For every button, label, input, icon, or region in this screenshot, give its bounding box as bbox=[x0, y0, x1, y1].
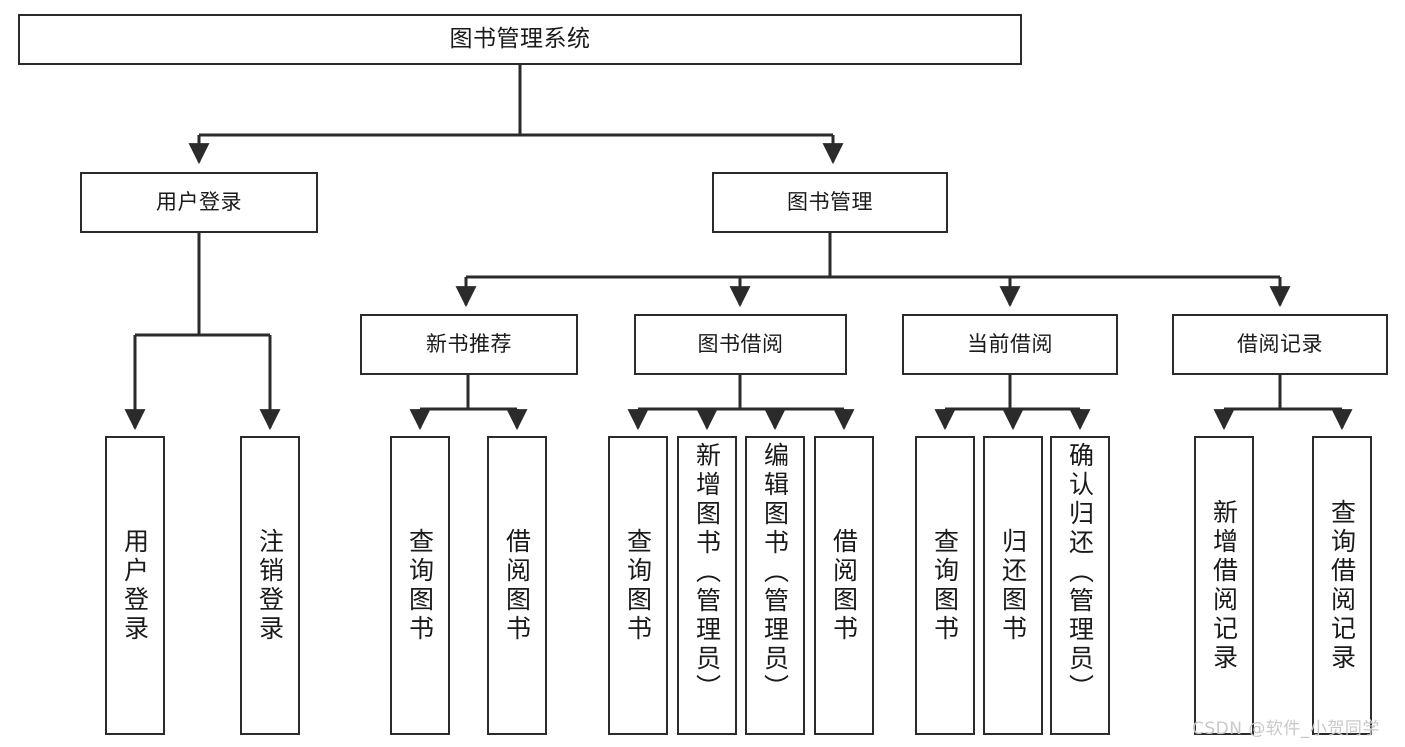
leaf-query-book-current-label: 查询图书 bbox=[930, 527, 960, 644]
leaf-logout[interactable]: 注销登录 bbox=[240, 436, 300, 735]
leaf-user-login[interactable]: 用户登录 bbox=[105, 436, 165, 735]
node-book-management[interactable]: 图书管理 bbox=[712, 172, 948, 233]
node-new-book-recommend-label: 新书推荐 bbox=[426, 331, 512, 356]
leaf-query-book-borrow-label: 查询图书 bbox=[623, 527, 653, 644]
node-book-management-label: 图书管理 bbox=[787, 189, 873, 214]
leaf-borrow-book[interactable]: 借阅图书 bbox=[814, 436, 874, 735]
leaf-edit-book-admin-label: 编辑图书（管理员） bbox=[760, 442, 790, 703]
leaf-add-borrow-record-label: 新增借阅记录 bbox=[1209, 498, 1239, 673]
node-new-book-recommend[interactable]: 新书推荐 bbox=[360, 314, 578, 375]
node-root-system-label: 图书管理系统 bbox=[449, 25, 591, 52]
leaf-query-borrow-record-label: 查询借阅记录 bbox=[1327, 498, 1357, 673]
node-user-login[interactable]: 用户登录 bbox=[80, 172, 318, 233]
leaf-query-book-borrow[interactable]: 查询图书 bbox=[608, 436, 668, 735]
node-user-login-label: 用户登录 bbox=[156, 189, 242, 214]
leaf-query-book-recommend-label: 查询图书 bbox=[405, 527, 435, 644]
leaf-confirm-return-admin[interactable]: 确认归还（管理员） bbox=[1050, 436, 1110, 735]
node-current-borrow[interactable]: 当前借阅 bbox=[902, 314, 1118, 375]
leaf-borrow-book-label: 借阅图书 bbox=[829, 527, 859, 644]
leaf-add-book-admin-label: 新增图书（管理员） bbox=[692, 442, 722, 703]
leaf-logout-label: 注销登录 bbox=[255, 527, 285, 644]
leaf-confirm-return-admin-label: 确认归还（管理员） bbox=[1065, 442, 1095, 703]
node-current-borrow-label: 当前借阅 bbox=[967, 331, 1053, 356]
leaf-return-book-label: 归还图书 bbox=[998, 527, 1028, 644]
leaf-query-borrow-record[interactable]: 查询借阅记录 bbox=[1312, 436, 1372, 735]
leaf-query-book-current[interactable]: 查询图书 bbox=[915, 436, 975, 735]
node-book-borrow[interactable]: 图书借阅 bbox=[634, 314, 847, 375]
leaf-borrow-book-recommend[interactable]: 借阅图书 bbox=[487, 436, 547, 735]
node-borrow-record-label: 借阅记录 bbox=[1237, 331, 1323, 356]
leaf-return-book[interactable]: 归还图书 bbox=[983, 436, 1043, 735]
node-borrow-record[interactable]: 借阅记录 bbox=[1172, 314, 1388, 375]
node-root-system[interactable]: 图书管理系统 bbox=[18, 14, 1022, 65]
leaf-add-borrow-record[interactable]: 新增借阅记录 bbox=[1194, 436, 1254, 735]
leaf-borrow-book-recommend-label: 借阅图书 bbox=[502, 527, 532, 644]
leaf-add-book-admin[interactable]: 新增图书（管理员） bbox=[677, 436, 737, 735]
leaf-edit-book-admin[interactable]: 编辑图书（管理员） bbox=[745, 436, 805, 735]
leaf-query-book-recommend[interactable]: 查询图书 bbox=[390, 436, 450, 735]
leaf-user-login-label: 用户登录 bbox=[120, 527, 150, 644]
watermark-text: CSDN @软件_小贺同学 bbox=[1192, 719, 1380, 739]
node-book-borrow-label: 图书借阅 bbox=[697, 331, 784, 356]
